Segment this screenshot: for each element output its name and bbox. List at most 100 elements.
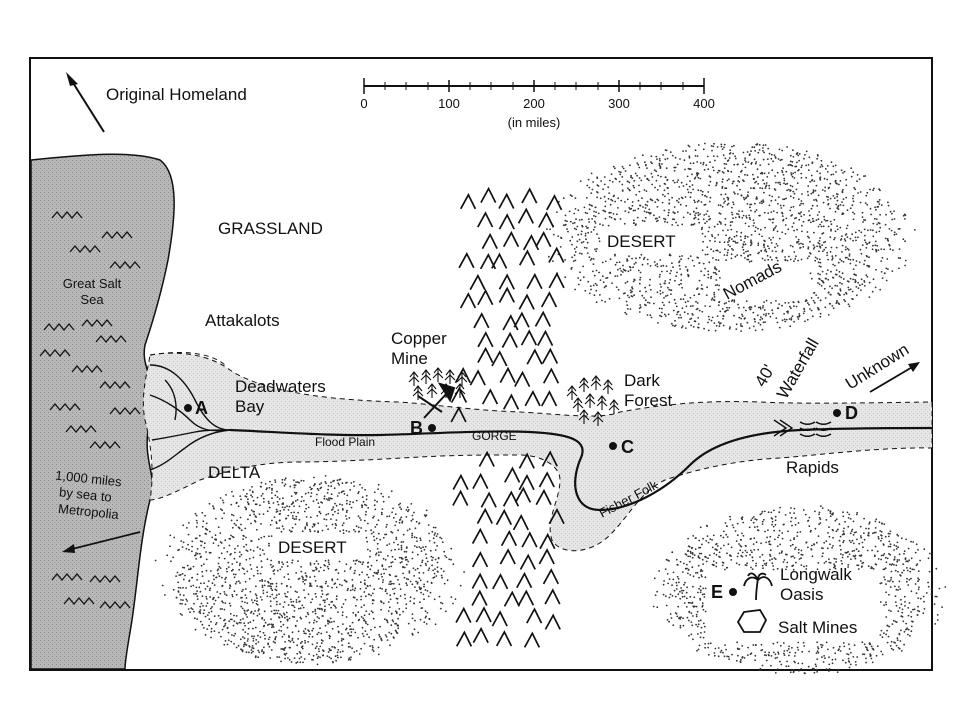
desert-dot [741, 246, 744, 249]
desert-dot [218, 565, 221, 568]
desert-dot [181, 602, 183, 605]
desert-dot [411, 617, 414, 620]
desert-dot [242, 538, 245, 540]
desert-dot [699, 177, 702, 180]
desert-dot [241, 590, 243, 593]
desert-dot [182, 599, 184, 601]
desert-dot [649, 265, 652, 267]
desert-dot [851, 528, 854, 531]
desert-dot [805, 541, 808, 544]
desert-dot [251, 490, 254, 493]
desert-dot [195, 514, 198, 517]
desert-dot [355, 650, 358, 652]
desert-dot [244, 601, 246, 604]
desert-dot [777, 202, 779, 205]
desert-dot [782, 642, 785, 644]
desert-dot [728, 306, 731, 309]
desert-dot [223, 591, 226, 593]
desert-dot [718, 270, 720, 273]
desert-dot [300, 479, 303, 482]
desert-dot [694, 537, 697, 539]
desert-dot [382, 602, 385, 605]
desert-dot [737, 654, 739, 657]
desert-dot [369, 555, 371, 558]
desert-dot [915, 543, 918, 546]
desert-dot [736, 193, 739, 195]
desert-dot [425, 615, 427, 618]
desert-dot [656, 265, 659, 268]
desert-dot [386, 515, 388, 518]
desert-dot [594, 222, 597, 224]
desert-dot [807, 665, 810, 668]
desert-dot [799, 246, 802, 249]
desert-dot [869, 654, 872, 657]
desert-dot [657, 199, 660, 202]
desert-dot [863, 259, 866, 262]
desert-dot [849, 258, 852, 261]
desert-dot [271, 566, 273, 569]
desert-dot [254, 593, 257, 595]
desert-dot [696, 287, 699, 290]
desert-dot [754, 150, 757, 152]
desert-dot [623, 269, 626, 272]
desert-dot [435, 535, 438, 537]
desert-dot [787, 312, 789, 314]
desert-dot [255, 602, 258, 605]
desert-dot [694, 216, 697, 219]
desert-dot [839, 650, 842, 652]
desert-dot [327, 567, 330, 570]
desert-dot [849, 262, 852, 265]
desert-dot [888, 580, 891, 583]
desert-dot [358, 560, 360, 563]
desert-dot [423, 598, 425, 601]
desert-dot [405, 578, 408, 580]
desert-dot [161, 584, 164, 587]
desert-dot [855, 274, 857, 277]
desert-dot [759, 172, 762, 175]
label-dark-forest-1: Dark [624, 371, 660, 390]
desert-dot [633, 179, 636, 182]
desert-dot [345, 515, 347, 517]
desert-dot [685, 327, 687, 329]
desert-dot [367, 507, 370, 509]
desert-dot [680, 589, 683, 592]
desert-dot [300, 617, 303, 620]
desert-dot [392, 516, 395, 519]
desert-dot [360, 527, 362, 529]
desert-dot [251, 645, 254, 647]
desert-dot [724, 217, 727, 220]
desert-dot [877, 558, 880, 560]
desert-dot [727, 197, 730, 200]
desert-dot [768, 651, 770, 654]
desert-dot [275, 522, 278, 525]
desert-dot [817, 272, 819, 275]
desert-dot [228, 544, 231, 547]
desert-dot [847, 258, 850, 260]
desert-dot [715, 184, 717, 187]
desert-dot [373, 539, 376, 542]
desert-dot [739, 235, 742, 238]
mountain-peak [477, 211, 494, 228]
desert-dot [347, 642, 350, 645]
desert-dot [620, 270, 623, 272]
desert-dot [182, 541, 185, 544]
desert-dot [593, 220, 596, 223]
desert-dot [757, 242, 760, 245]
desert-dot [626, 180, 629, 183]
desert-dot [701, 602, 704, 605]
desert-dot [332, 604, 335, 606]
desert-dot [310, 585, 313, 587]
desert-dot [792, 671, 795, 674]
desert-dot [332, 506, 335, 509]
desert-dot [776, 171, 779, 174]
desert-dot [798, 243, 800, 245]
desert-dot [785, 568, 787, 571]
desert-dot [572, 222, 574, 225]
desert-dot [590, 192, 593, 195]
desert-dot [626, 259, 629, 262]
desert-dot [748, 214, 750, 217]
desert-dot [885, 561, 888, 564]
desert-dot [327, 559, 330, 562]
desert-dot [656, 291, 659, 294]
desert-dot [723, 202, 725, 204]
